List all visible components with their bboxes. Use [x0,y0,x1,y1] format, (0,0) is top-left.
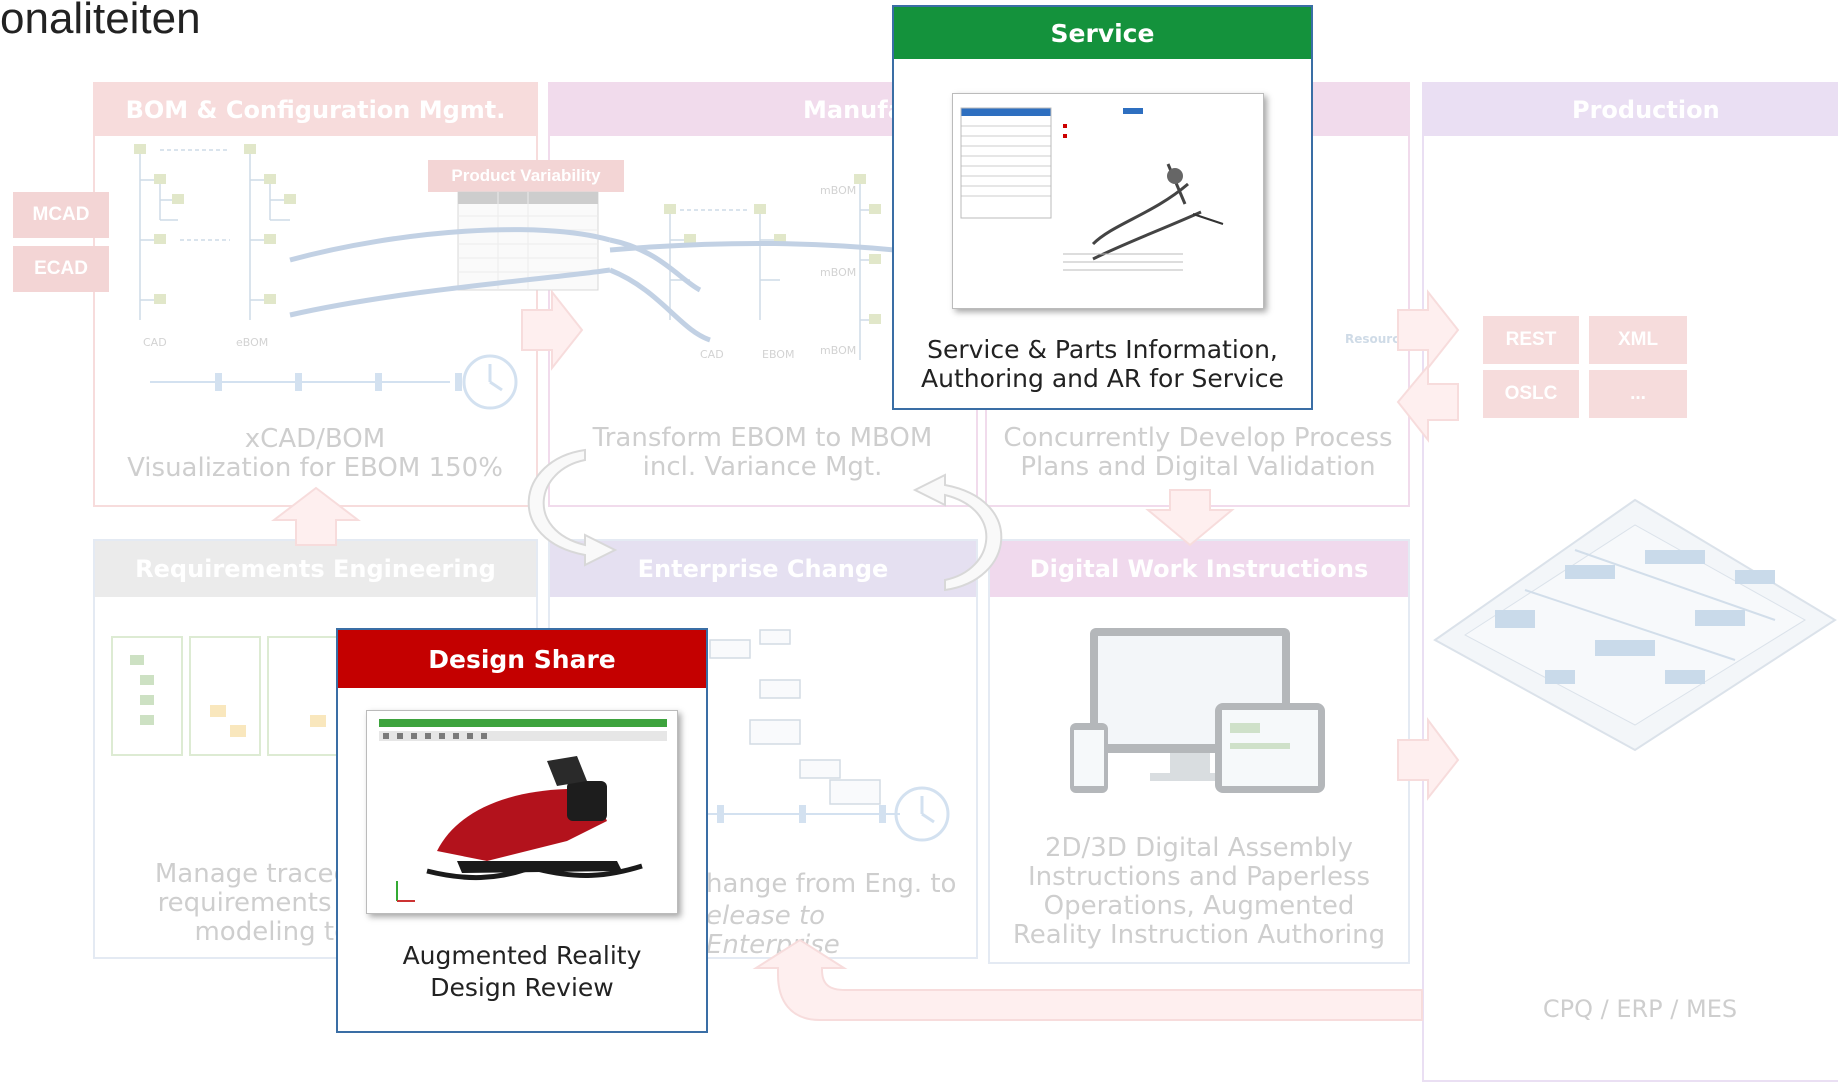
service-caption: Service & Parts Information, Authoring a… [921,335,1284,393]
service-card: Service Service & Parts Information, Aut… [892,5,1313,410]
bom-label-cad: CAD [143,336,167,349]
product-variability-label: Product Variability [428,160,624,192]
manuf-label-ebom: EBOM [762,348,795,361]
design-share-screenshot-content [379,719,667,902]
dwi-panel: Digital Work Instructions [988,539,1410,964]
production-panel-title: Production [1424,84,1838,136]
production-footer: CPQ / ERP / MES [1542,995,1738,1023]
manuf-label-mbom-2: mBOM [820,266,857,279]
enterprise-change-workflow [700,629,950,842]
chip-mcad: MCAD [13,192,109,238]
manuf-tree-diagram [664,174,881,360]
manuf-caption: Transform EBOM to MBOM incl. Variance Mg… [592,423,933,482]
page-title: onaliteiten [0,0,201,43]
product-variability-table [457,191,599,291]
design-share-caption: Augmented Reality Design Review [402,941,642,1002]
process-resources-label: Resources [1345,332,1415,346]
devices-illustration [1070,628,1325,793]
bom-label-ebom: eBOM [236,336,269,349]
bom-panel: BOM & Configuration Mgmt. [93,82,538,507]
dwi-caption: 2D/3D Digital Assembly Instructions and … [1012,833,1386,950]
bom-panel-title: BOM & Configuration Mgmt. [95,84,536,136]
cycle-arrows [527,448,1003,592]
requirements-panel-title: Requirements Engineering [95,541,536,597]
chip-rest: REST [1483,316,1579,364]
chip-oslc: OSLC [1483,370,1579,418]
service-screenshot [952,93,1264,309]
bom-caption: xCAD/BOM Visualization for EBOM 150% [127,424,503,483]
requirements-diagram [111,636,349,756]
enterprise-change-panel-title: Enterprise Change [550,541,976,597]
chip-ecad: ECAD [13,246,109,292]
dwi-panel-title: Digital Work Instructions [990,541,1408,597]
design-share-screenshot [366,710,678,914]
enterprise-change-caption-2: elease to Enterprise [706,901,840,960]
manuf-label-mbom-1: mBOM [820,184,857,197]
manuf-label-mbom-3: mBOM [820,344,857,357]
enterprise-change-caption-1: hange from Eng. to [706,869,957,899]
service-card-title: Service [894,7,1311,59]
service-screenshot-content [960,107,1224,271]
manuf-label-cad: CAD [700,348,724,361]
chip-xml: XML [1589,316,1687,364]
design-share-card-title: Design Share [338,630,706,688]
factory-floor-illustration [1433,498,1837,752]
process-caption: Concurrently Develop Process Plans and D… [1003,423,1393,482]
bom-tree-diagram [134,144,296,320]
requirements-caption: Manage traced requirements t modeling to [154,859,350,947]
chip-more: ... [1589,370,1687,418]
bom-timeline [150,354,518,410]
design-share-card: Design Share Augmented Reality Design Re… [336,628,708,1033]
